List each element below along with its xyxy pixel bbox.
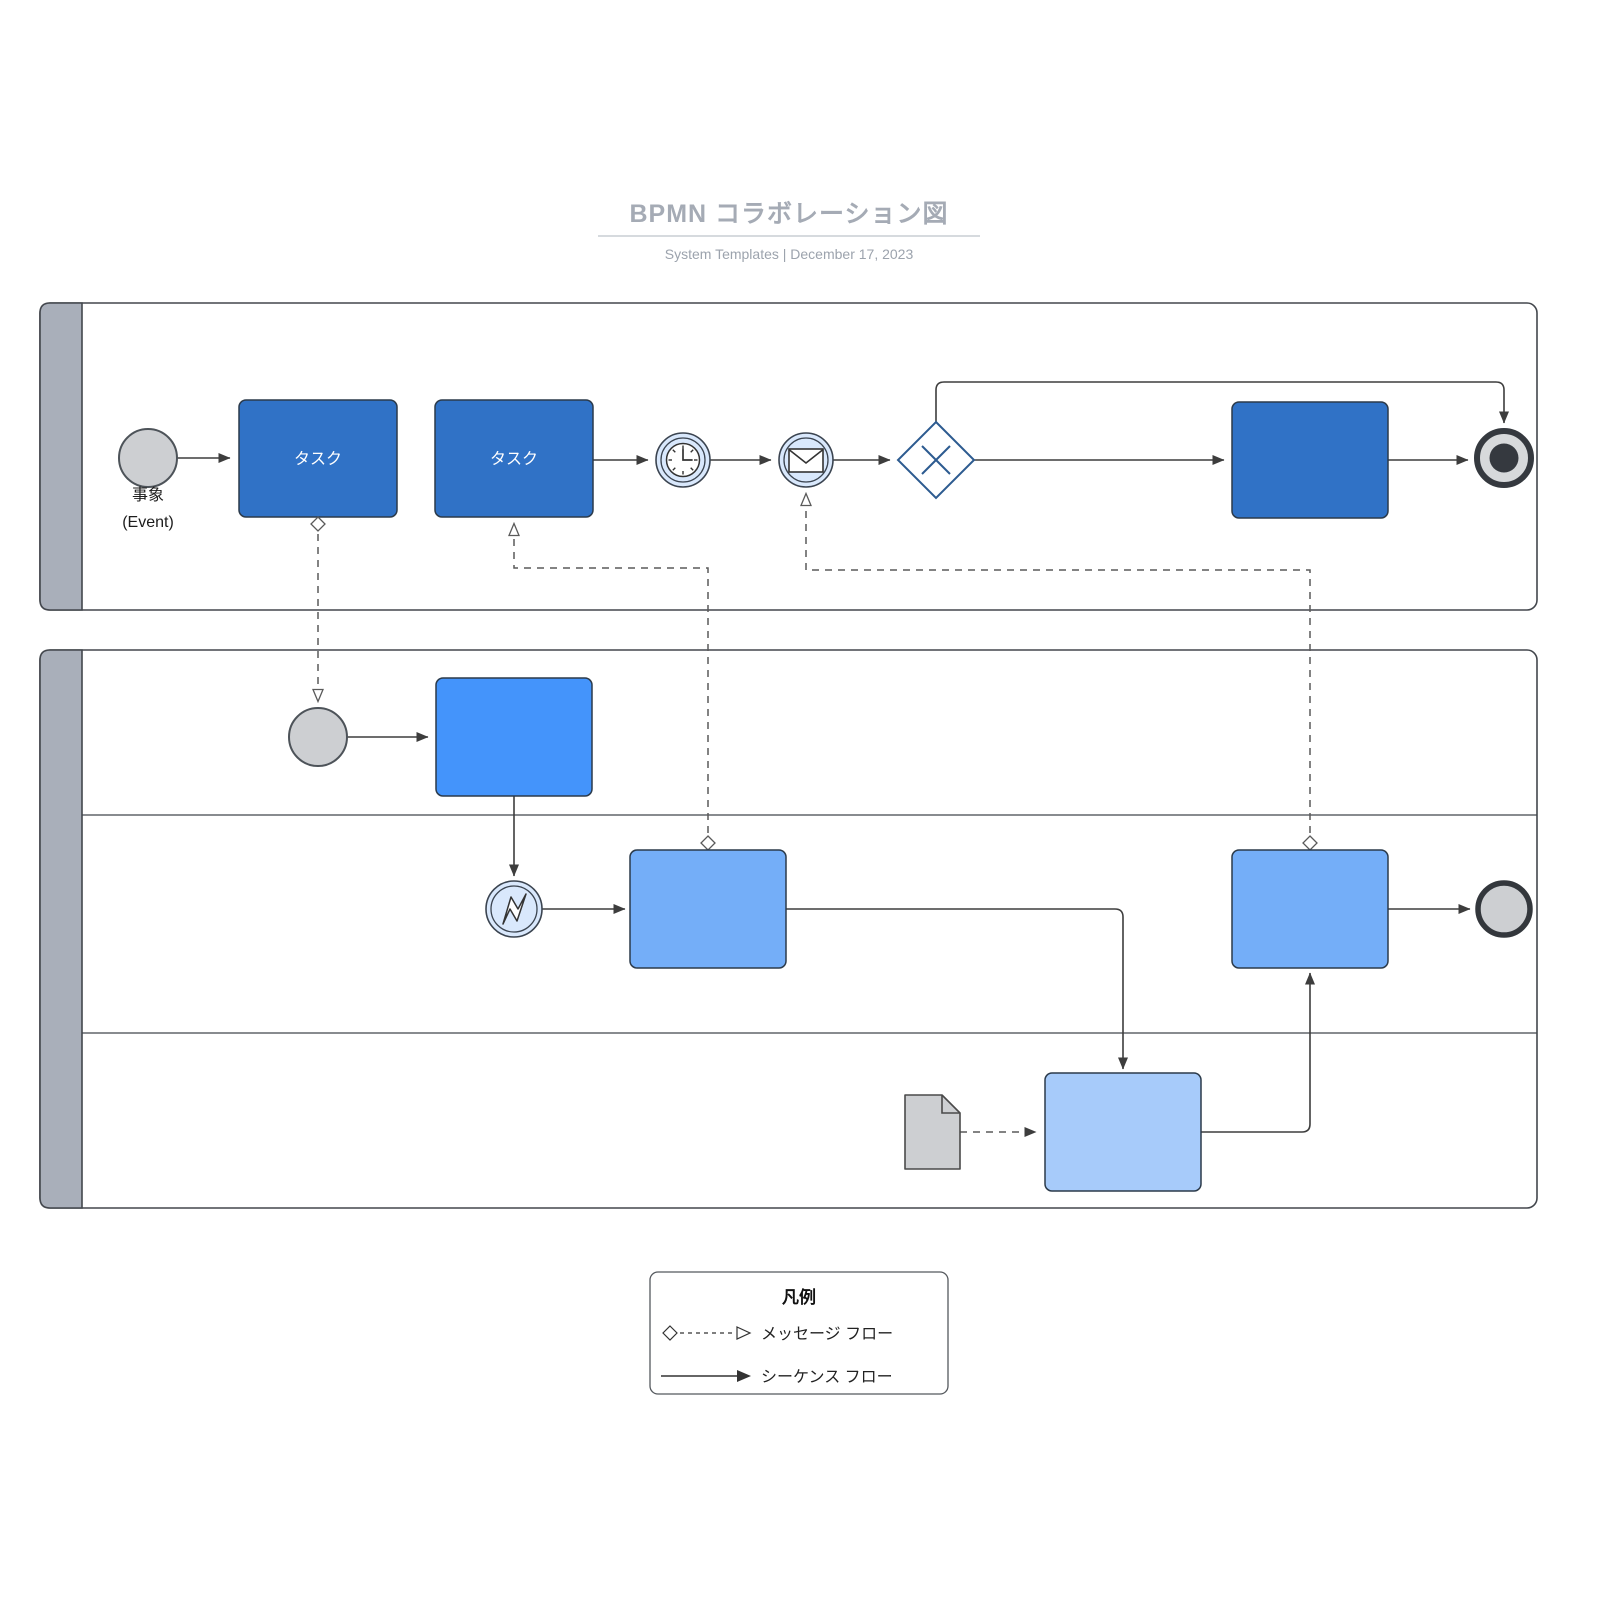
message-flow-task1-to-start2[interactable]	[310, 516, 326, 701]
legend-filled-arrow-icon	[737, 1370, 751, 1382]
gateway[interactable]	[896, 420, 976, 500]
task-6-box[interactable]	[1231, 849, 1389, 969]
pool-2-sequence-flows[interactable]	[347, 732, 1471, 1133]
task-1[interactable]: タスク	[238, 399, 398, 518]
document-fold	[941, 1095, 960, 1114]
start-event-circle[interactable]	[288, 707, 348, 767]
message-inner-ring	[783, 437, 829, 483]
task-7[interactable]	[1044, 1072, 1202, 1192]
clock-icon	[665, 442, 701, 478]
pool-1-header-bar[interactable]	[39, 302, 83, 611]
pool-1-start-event[interactable]: 事象 (Event)	[118, 428, 178, 531]
end-event-pool2[interactable]	[1475, 880, 1533, 938]
end-event-pool1[interactable]	[1474, 428, 1534, 488]
message-flow-source-diamond	[310, 516, 326, 532]
diagram-header: BPMN コラボレーション図 System Templates | Decemb…	[598, 200, 980, 262]
gateway-cross-icon	[921, 445, 951, 475]
page-subtitle: System Templates | December 17, 2023	[665, 246, 914, 262]
legend-message-flow-row: メッセージ フロー	[662, 1325, 893, 1343]
message-flows[interactable]	[310, 494, 1318, 1137]
envelope-icon	[788, 448, 824, 473]
lightning-inner-ring	[490, 885, 538, 933]
task-4[interactable]	[435, 677, 593, 797]
document-object[interactable]	[904, 1094, 961, 1170]
task-1-label: タスク	[294, 450, 342, 468]
legend-sequence-flow-row: シーケンス フロー	[661, 1368, 893, 1386]
start-event-circle[interactable]	[118, 428, 178, 488]
end-event-core	[1489, 443, 1519, 473]
pool-2-header-bar[interactable]	[39, 649, 83, 1209]
legend-box	[649, 1271, 949, 1395]
legend-open-arrow-icon	[736, 1326, 752, 1340]
task-5[interactable]	[629, 849, 787, 969]
pool-1-sequence-flows[interactable]	[177, 381, 1509, 465]
start-event-label-line1: 事象	[132, 486, 164, 504]
end-event-circle[interactable]	[1475, 880, 1533, 938]
start-event-label-line2: (Event)	[122, 514, 174, 531]
start-event-pool2[interactable]	[288, 707, 348, 767]
timer-inner-ring	[660, 437, 706, 483]
flow-task5-to-task7[interactable]	[786, 908, 1128, 1070]
pool-2[interactable]	[39, 649, 1538, 1209]
task-2[interactable]: タスク	[434, 399, 594, 518]
flow-task7-to-task6[interactable]	[1201, 972, 1315, 1133]
document-icon[interactable]	[904, 1094, 961, 1170]
task-3-box[interactable]	[1231, 401, 1389, 519]
legend: 凡例 メッセージ フロー シーケンス フロー	[649, 1271, 949, 1395]
timer-event[interactable]	[655, 432, 711, 488]
task-4-box[interactable]	[435, 677, 593, 797]
task-6[interactable]	[1231, 849, 1389, 969]
legend-message-flow-label: メッセージ フロー	[761, 1326, 893, 1343]
task-3[interactable]	[1231, 401, 1389, 519]
legend-title: 凡例	[782, 1287, 816, 1307]
message-event[interactable]	[778, 432, 834, 488]
legend-sequence-flow-label: シーケンス フロー	[761, 1368, 893, 1386]
task-2-label: タスク	[490, 450, 538, 468]
lightning-bolt-icon	[502, 893, 527, 925]
lightning-event[interactable]	[485, 880, 543, 938]
task-7-box[interactable]	[1044, 1072, 1202, 1192]
task-5-box[interactable]	[629, 849, 787, 969]
page-title: BPMN コラボレーション図	[629, 200, 948, 228]
task-2-box[interactable]	[434, 399, 594, 518]
legend-diamond-icon	[662, 1325, 678, 1341]
flow-gateway-loop-to-end[interactable]	[935, 381, 1509, 424]
